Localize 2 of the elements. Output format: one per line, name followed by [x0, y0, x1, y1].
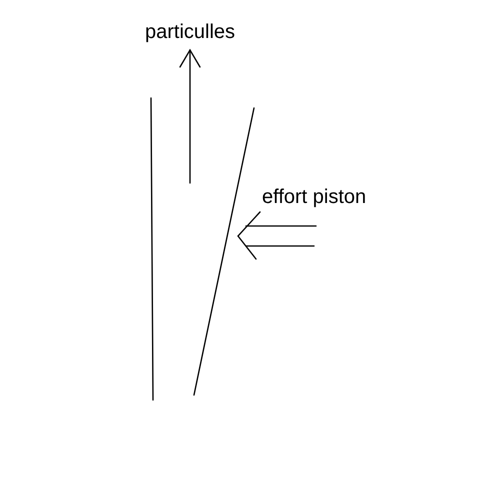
flow-label: particulles: [145, 21, 236, 43]
force-label: effort piston: [262, 186, 366, 208]
